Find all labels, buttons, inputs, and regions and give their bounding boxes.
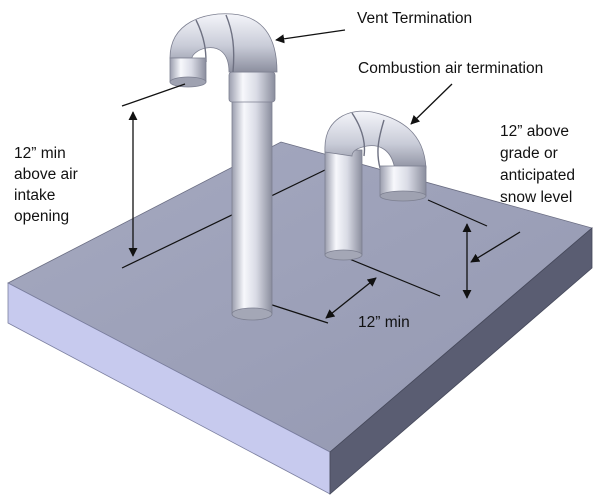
label-combustion-air-termination: Combustion air termination xyxy=(358,60,543,77)
dimension-arrows xyxy=(121,29,521,319)
label-line: anticipated xyxy=(500,167,575,184)
label-line: 12” min xyxy=(14,145,66,162)
arrow-above-grade xyxy=(470,231,521,263)
label-spacing-min: 12” min xyxy=(358,314,410,331)
label-line: intake xyxy=(14,187,55,204)
arrow-combustion-termination xyxy=(410,83,453,125)
roof-slab xyxy=(7,141,593,495)
label-line: 12” above xyxy=(500,123,569,140)
combustion-air-pipe xyxy=(324,110,427,261)
label-above-grade: 12” above grade or anticipated snow leve… xyxy=(500,123,579,206)
label-line: grade or xyxy=(500,145,558,162)
label-line: opening xyxy=(14,208,69,225)
vent-pipe xyxy=(169,13,278,321)
label-vent-termination: Vent Termination xyxy=(357,10,472,27)
arrow-spacing-horizontal xyxy=(325,277,377,319)
slab-reference-lines xyxy=(121,169,488,324)
label-line: snow level xyxy=(500,189,572,206)
arrow-vent-termination xyxy=(275,29,346,44)
slab-side-face xyxy=(329,227,593,495)
label-min-above-intake: 12” min above air intake opening xyxy=(14,145,82,225)
label-line: above air xyxy=(14,166,78,183)
